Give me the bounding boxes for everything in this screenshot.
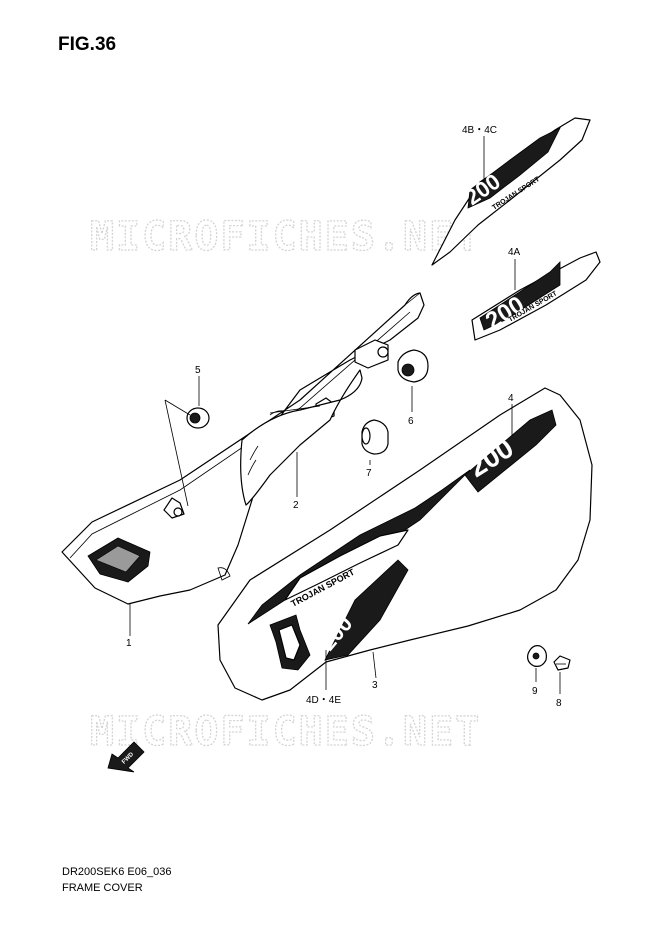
callout-2: 2 <box>293 500 299 511</box>
callout-4b-4c: 4B・4C <box>462 125 497 136</box>
model-code: DR200SEK6 E06_036 <box>62 866 172 878</box>
watermark-bottom: MICROFICHES.NET <box>90 709 481 755</box>
watermark-top: MICROFICHES.NET <box>90 214 481 260</box>
callout-4a: 4A <box>508 247 521 258</box>
figure-title: FIG.36 <box>58 34 117 55</box>
part-4a-decal: 200 TROJAN SPORT <box>471 251 601 341</box>
part-9-cushion <box>527 645 547 667</box>
callout-6: 6 <box>408 416 414 427</box>
part-2-inner-panel <box>240 369 363 506</box>
part-8-bolt <box>553 655 571 671</box>
callout-9: 9 <box>532 686 538 697</box>
callout-1: 1 <box>126 638 132 649</box>
part-4bc-decal: 200 TROJAN SPORT <box>431 117 591 266</box>
part-3-right-side-cover: 200 200 TROJAN SPORT <box>217 387 593 701</box>
forward-direction-arrow-icon: FWD <box>107 741 145 773</box>
part-6-grommet <box>397 349 429 383</box>
callout-5: 5 <box>195 365 201 376</box>
callout-labels: 1 2 3 4 4A 4B・4C 4D・4E 5 6 7 8 9 <box>126 125 562 709</box>
callout-3: 3 <box>372 680 378 691</box>
callout-4: 4 <box>508 393 514 404</box>
section-name: FRAME COVER <box>62 882 143 894</box>
callout-8: 8 <box>556 698 562 709</box>
leader-lines <box>129 136 561 694</box>
callout-7: 7 <box>366 468 372 479</box>
part-7-spacer <box>361 419 389 455</box>
part-5-cushion <box>186 407 210 429</box>
callout-4d-4e: 4D・4E <box>306 695 341 706</box>
